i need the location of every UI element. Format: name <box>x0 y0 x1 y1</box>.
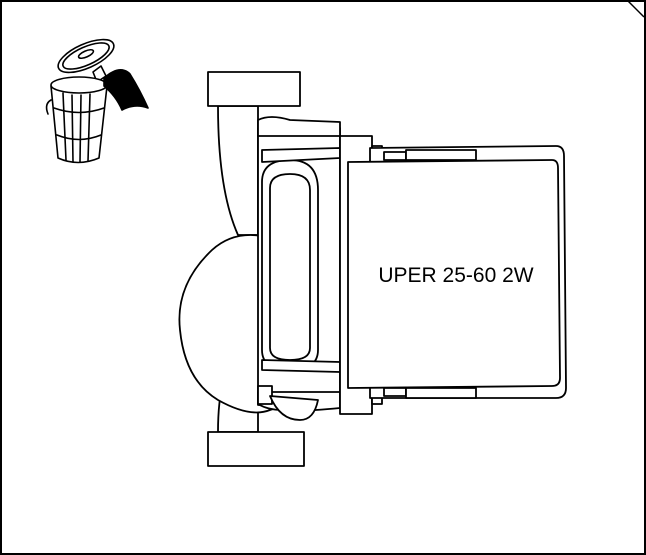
motor-face <box>347 159 561 389</box>
trash-can-icon <box>45 38 149 164</box>
bottom-flange <box>207 431 305 467</box>
top-flange <box>207 71 301 107</box>
model-label: UPER 25-60 2W <box>378 264 533 287</box>
corner-mark <box>627 0 645 18</box>
circulator-pump-icon: UPER 25-60 2W <box>178 71 567 467</box>
